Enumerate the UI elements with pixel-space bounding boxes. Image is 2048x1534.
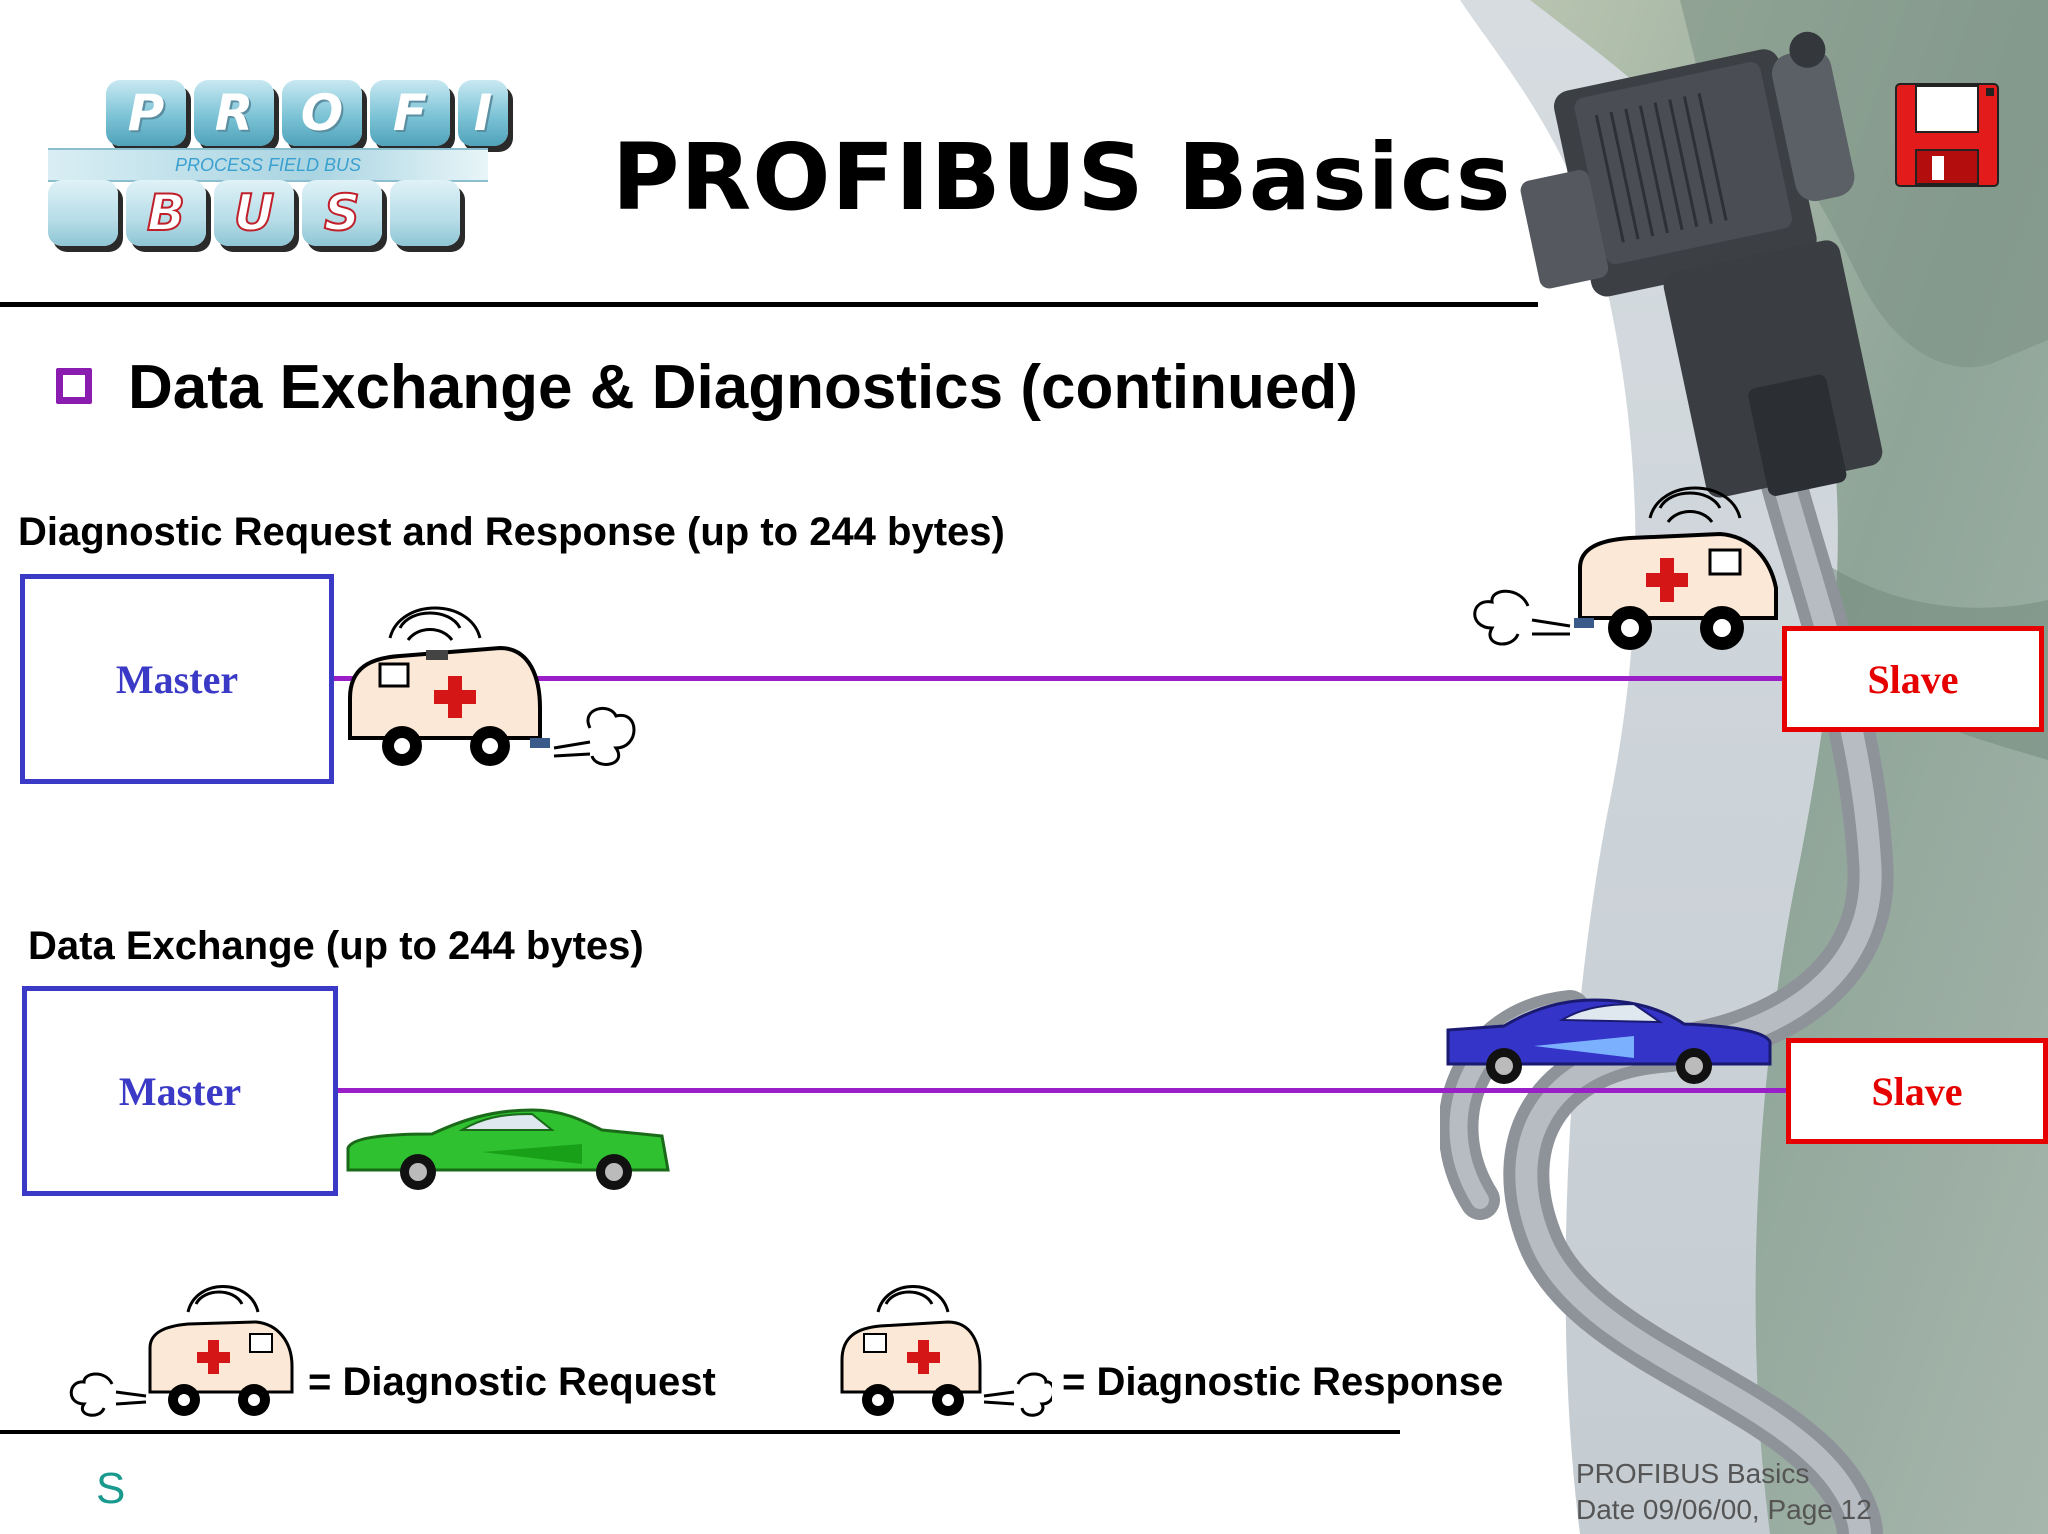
legend-request-ambulance-icon xyxy=(69,1285,294,1417)
diagnostic-bus-line xyxy=(330,676,1786,681)
master-label: Master xyxy=(118,1068,242,1114)
logo-letter: O xyxy=(282,80,362,146)
data-exchange-bus-line xyxy=(334,1088,1790,1093)
header-divider xyxy=(0,302,1538,307)
profibus-logo: P R O F I PROCESS FIELD BUS B U S xyxy=(36,76,516,256)
logo-tile-blank xyxy=(48,180,118,246)
logo-letter: B xyxy=(126,180,206,246)
data-exchange-master-box: Master xyxy=(22,986,338,1196)
blue-sports-car-icon xyxy=(1446,998,1772,1084)
checkbox-bullet-icon xyxy=(56,368,92,404)
logo-letter: U xyxy=(214,180,294,246)
slave-label: Slave xyxy=(1867,656,1959,702)
floppy-disk-icon[interactable] xyxy=(1894,82,2000,188)
logo-letter: F xyxy=(370,80,450,146)
legend-request-label: = Diagnostic Request xyxy=(308,1360,716,1404)
diagnostic-master-box: Master xyxy=(20,574,334,784)
diagnostic-section-label: Diagnostic Request and Response (up to 2… xyxy=(18,510,1005,554)
logo-letter: I xyxy=(458,80,508,146)
footer-logo-letter: S xyxy=(96,1464,126,1513)
diagnostic-slave-box: Slave xyxy=(1782,626,2044,732)
ambulance-response-icon xyxy=(348,606,636,766)
logo-letter: R xyxy=(194,80,274,146)
data-exchange-section-label: Data Exchange (up to 244 bytes) xyxy=(28,924,644,968)
cable-map-background xyxy=(1440,0,2048,1534)
legend-response-label: = Diagnostic Response xyxy=(1062,1360,1504,1404)
logo-tile-blank xyxy=(390,180,460,246)
legend-response-ambulance-icon xyxy=(840,1285,1056,1417)
ambulance-request-icon xyxy=(1473,486,1778,650)
master-label: Master xyxy=(115,656,239,702)
slave-label: Slave xyxy=(1871,1068,1963,1114)
logo-letter: P xyxy=(106,80,186,146)
logo-band-text: PROCESS FIELD BUS xyxy=(48,148,488,182)
slide-subtitle: Data Exchange & Diagnostics (continued) xyxy=(128,353,1358,422)
footer-info: PROFIBUS Basics Date 09/06/00, Page 12 xyxy=(1576,1456,1872,1528)
data-exchange-slave-box: Slave xyxy=(1786,1038,2048,1144)
footer-title: PROFIBUS Basics xyxy=(1576,1458,1810,1489)
legend-response-backdrop xyxy=(1052,1350,1522,1416)
footer-date-page: Date 09/06/00, Page 12 xyxy=(1576,1494,1872,1525)
green-sports-car-icon xyxy=(346,1108,670,1190)
footer-divider xyxy=(0,1430,1400,1434)
page-title: PROFIBUS Basics xyxy=(612,124,1512,231)
logo-letter: S xyxy=(302,180,382,246)
